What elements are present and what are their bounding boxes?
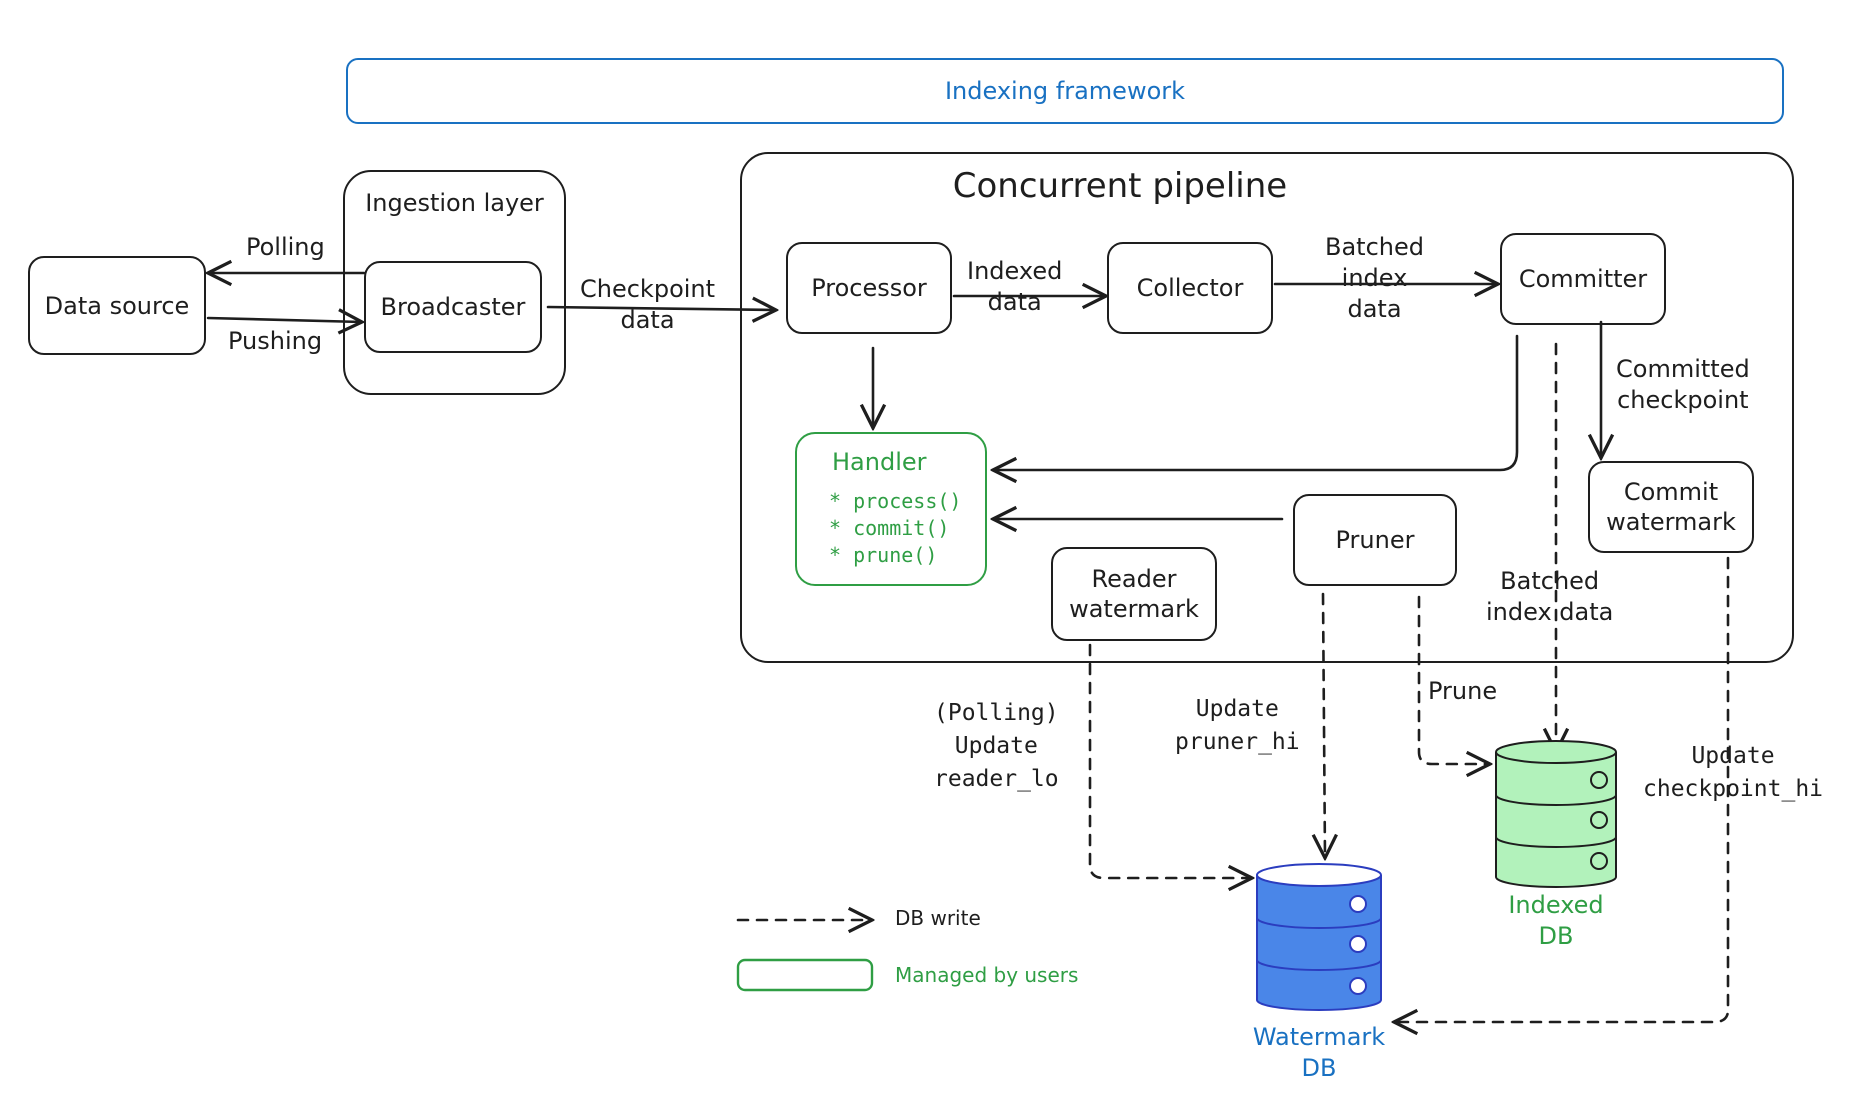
legend-green-swatch	[736, 958, 874, 992]
committed-checkpoint-label: Committed checkpoint	[1616, 355, 1750, 415]
concurrent-pipeline-title: Concurrent pipeline	[952, 166, 1288, 206]
pruner-label: Pruner	[1335, 526, 1415, 554]
checkpoint-hi-label: Update checkpoint_hi	[1643, 743, 1824, 802]
broadcaster-label: Broadcaster	[380, 293, 526, 321]
collector-node: Collector	[1107, 242, 1273, 334]
handler-node: Handler * process() * commit() * prune()	[795, 432, 987, 586]
checkpoint-data-label: Checkpoint data	[580, 275, 716, 335]
collector-label: Collector	[1136, 274, 1244, 302]
checkpoint-data-arrow	[546, 307, 776, 310]
pushing-label: Pushing	[228, 327, 323, 355]
reader-watermark-node: Reader watermark	[1051, 547, 1217, 641]
committer-node: Committer	[1500, 233, 1666, 325]
pruner-node: Pruner	[1293, 494, 1457, 586]
concurrent-pipeline-container	[740, 152, 1794, 663]
ingestion-layer-title: Ingestion layer	[365, 189, 544, 217]
indexed-db-cylinder	[1495, 740, 1617, 888]
pruner-hi-arrow	[1323, 592, 1325, 858]
batched-index-data-label: Batched index data	[1325, 233, 1424, 324]
broadcaster-node: Broadcaster	[364, 261, 542, 353]
handler-title: Handler	[832, 448, 927, 476]
indexed-db-label: Indexed DB	[1508, 891, 1604, 951]
reader-lo-label: (Polling) Update reader_lo	[934, 700, 1059, 792]
indexing-framework-banner: Indexing framework	[346, 58, 1784, 124]
watermark-db-cylinder	[1256, 863, 1382, 1011]
pruner-hi-label: Update pruner_hi	[1175, 696, 1300, 755]
committer-handler-arrow	[993, 334, 1519, 470]
legend-db-write-label: DB write	[895, 906, 981, 930]
handler-methods: * process() * commit() * prune()	[829, 489, 962, 567]
checkpoint-hi-arrow	[1394, 556, 1730, 1022]
polling-label: Polling	[246, 233, 325, 261]
processor-label: Processor	[811, 274, 927, 302]
data-source-label: Data source	[44, 291, 190, 320]
indexing-framework-label: Indexing framework	[944, 77, 1186, 105]
legend-managed-label: Managed by users	[895, 963, 1079, 987]
indexed-data-label: Indexed data	[967, 257, 1063, 317]
ingestion-layer-container	[343, 170, 566, 395]
reader-lo-arrow	[1088, 643, 1252, 878]
pushing-arrow	[206, 318, 362, 322]
batched-index-data-label-2: Batched index data	[1486, 567, 1614, 627]
commit-watermark-label: Commit watermark	[1606, 478, 1736, 536]
data-source-node: Data source	[28, 256, 206, 355]
reader-watermark-label: Reader watermark	[1069, 565, 1199, 623]
watermark-db-label: Watermark DB	[1252, 1023, 1386, 1083]
prune-arrow	[1417, 595, 1490, 764]
committer-label: Committer	[1518, 265, 1648, 293]
commit-watermark-node: Commit watermark	[1588, 461, 1754, 553]
prune-label: Prune	[1428, 677, 1498, 705]
processor-node: Processor	[786, 242, 952, 334]
